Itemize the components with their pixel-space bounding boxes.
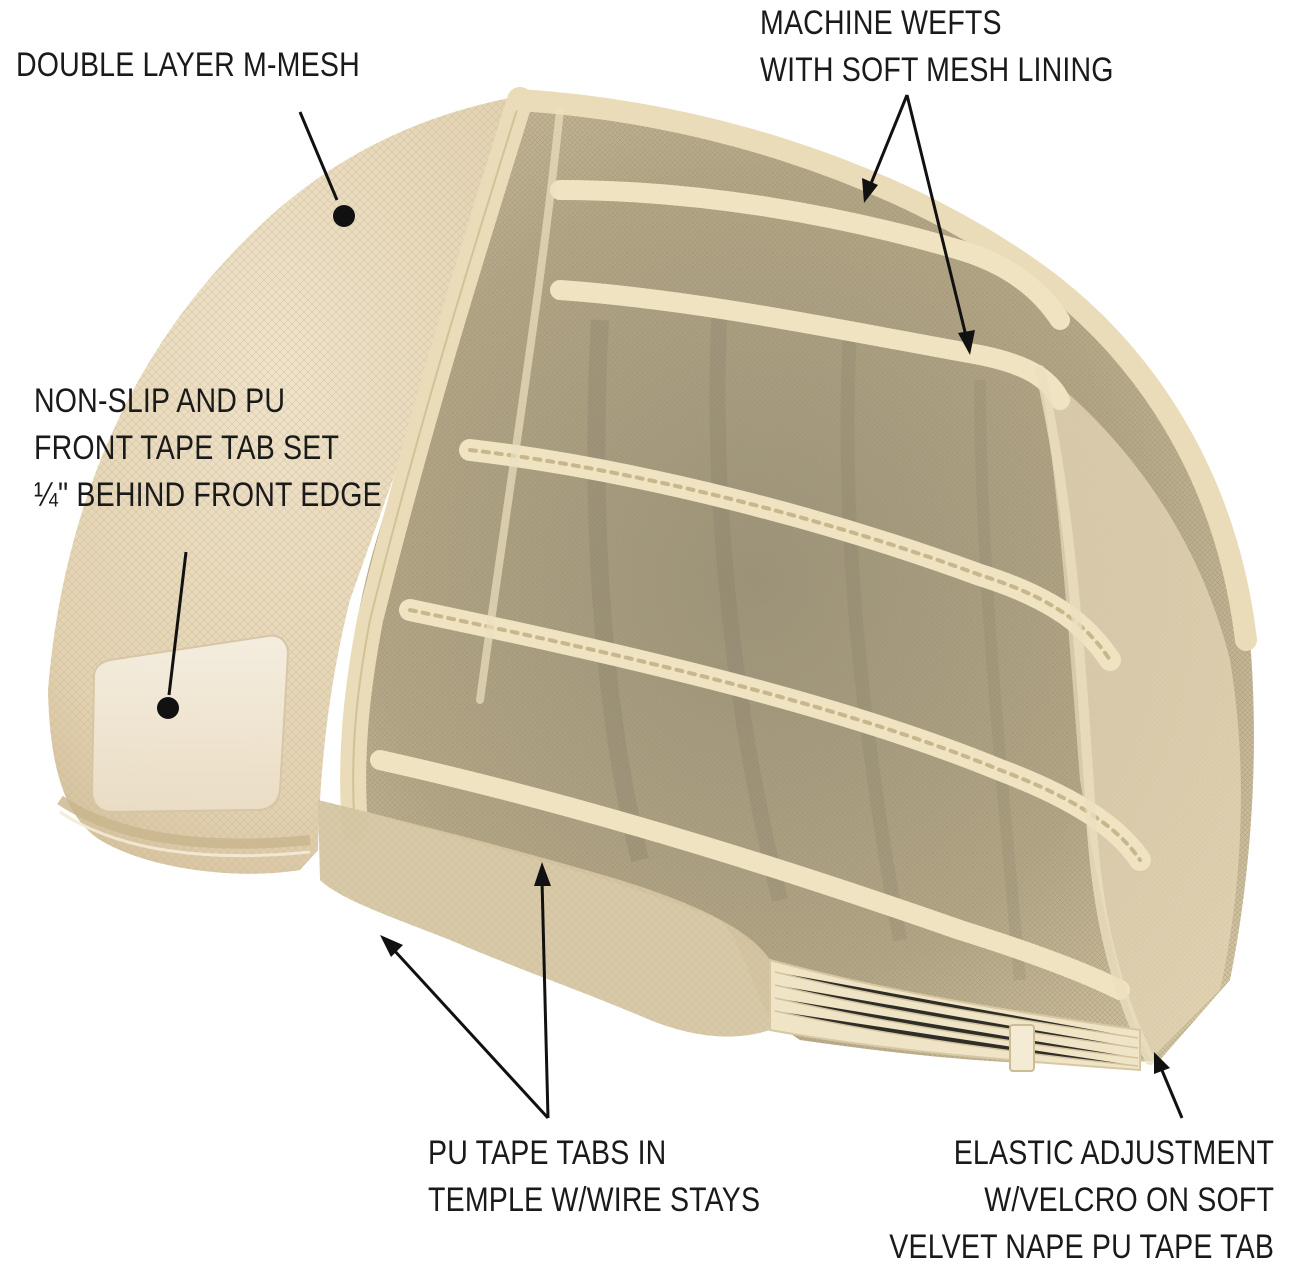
label-line: WITH SOFT MESH LINING [760, 51, 1114, 89]
label-machine-wefts: MACHINE WEFTS WITH SOFT MESH LINING [760, 0, 1114, 94]
label-line: ¼" BEHIND FRONT EDGE [34, 476, 382, 514]
label-line: VELVET NAPE PU TAPE TAB [889, 1228, 1274, 1266]
side-mesh [1040, 370, 1241, 1060]
nape-elastic [769, 958, 1141, 1072]
temple-arrowhead-b [534, 862, 551, 886]
front-tape-tab [90, 634, 290, 814]
mmesh-marker-dot [333, 205, 355, 227]
front-tab-marker-dot [157, 697, 179, 719]
velcro-tab [1009, 1024, 1035, 1072]
label-line: DOUBLE LAYER M-MESH [16, 46, 360, 84]
wefts-arrowhead-a [862, 178, 878, 203]
label-line: ELASTIC ADJUSTMENT [953, 1134, 1274, 1172]
temple-arrowhead-a [380, 935, 403, 957]
callout-pointers [157, 94, 1184, 1120]
label-line: TEMPLE W/WIRE STAYS [428, 1181, 761, 1219]
weft-section [348, 96, 1254, 1064]
label-line: NON-SLIP AND PU [34, 382, 286, 420]
label-front-tape-tab: NON-SLIP AND PU FRONT TAPE TAB SET ¼" BE… [34, 378, 382, 519]
elastic-arrowhead [1154, 1052, 1170, 1074]
weft-tapes [340, 87, 1257, 1065]
label-temple-tabs: PU TAPE TABS IN TEMPLE W/WIRE STAYS [428, 1130, 760, 1224]
label-elastic-adjustment: ELASTIC ADJUSTMENT W/VELCRO ON SOFT VELV… [889, 1130, 1274, 1271]
label-line: W/VELCRO ON SOFT [984, 1181, 1274, 1219]
label-line: FRONT TAPE TAB SET [34, 429, 340, 467]
label-double-layer-mesh: DOUBLE LAYER M-MESH [16, 42, 360, 89]
label-line: MACHINE WEFTS [760, 4, 1002, 42]
wefts-arrowhead-b [958, 330, 975, 355]
label-line: PU TAPE TABS IN [428, 1134, 667, 1172]
